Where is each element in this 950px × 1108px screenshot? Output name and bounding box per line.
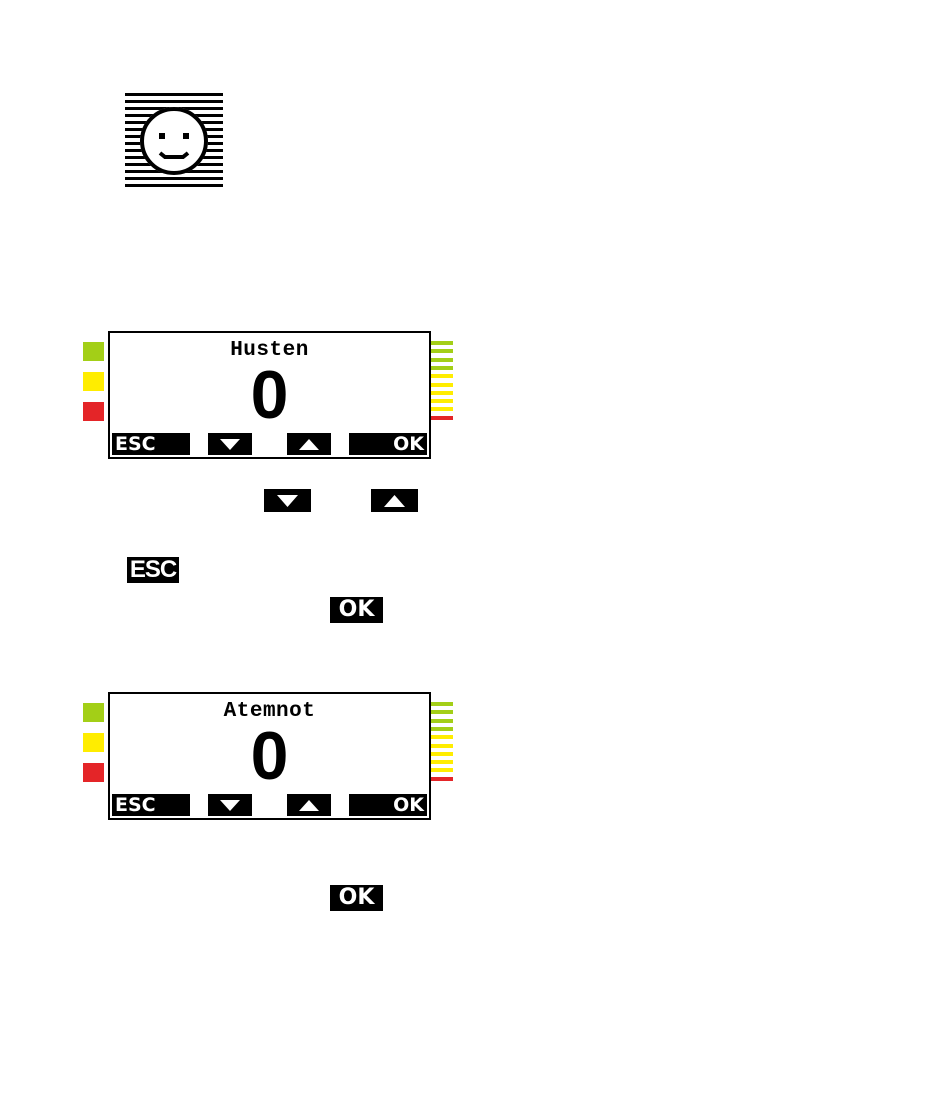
up-key-glyph [371, 489, 418, 512]
indicator-light-red [83, 763, 104, 782]
indicator-light-green [83, 703, 104, 722]
screen-value: 0 [110, 720, 429, 792]
level-bar-segment [431, 407, 453, 411]
down-softkey[interactable] [208, 433, 252, 455]
indicator-light-green [83, 342, 104, 361]
level-bar [431, 702, 453, 782]
indicator-light-red [83, 402, 104, 421]
level-bar-segment [431, 768, 453, 772]
device-screen: Husten 0 ESC OK [108, 331, 431, 459]
up-softkey[interactable] [287, 794, 331, 816]
chevron-up-icon [287, 794, 331, 816]
level-bar-segment [431, 374, 453, 378]
ok-key-glyph: OK [330, 597, 383, 623]
level-bar-segment [431, 752, 453, 756]
level-bar-segment [431, 710, 453, 714]
level-bar-segment [431, 702, 453, 706]
indicator-light-yellow [83, 372, 104, 391]
level-bar [431, 341, 453, 421]
chevron-down-icon [208, 794, 252, 816]
down-key-glyph [264, 489, 311, 512]
level-bar-segment [431, 341, 453, 345]
indicator-light-yellow [83, 733, 104, 752]
level-bar-segment [431, 416, 453, 420]
chevron-up-icon [287, 433, 331, 455]
screen-value: 0 [110, 359, 429, 431]
esc-softkey[interactable]: ESC [112, 433, 190, 455]
esc-key-glyph: ESC [127, 557, 179, 583]
level-bar-segment [431, 777, 453, 781]
ok-softkey[interactable]: OK [349, 794, 427, 816]
chevron-up-icon [371, 489, 418, 512]
level-bar-segment [431, 349, 453, 353]
device-screen: Atemnot 0 ESC OK [108, 692, 431, 820]
up-softkey[interactable] [287, 433, 331, 455]
level-bar-segment [431, 366, 453, 370]
level-bar-segment [431, 760, 453, 764]
ok-key-glyph: OK [330, 885, 383, 911]
smiley-face-icon [125, 93, 223, 189]
level-bar-segment [431, 735, 453, 739]
chevron-down-icon [208, 433, 252, 455]
device-panel: Husten 0 ESC OK [83, 331, 463, 459]
level-bar-segment [431, 727, 453, 731]
device-panel: Atemnot 0 ESC OK [83, 692, 463, 820]
ok-softkey[interactable]: OK [349, 433, 427, 455]
level-bar-segment [431, 358, 453, 362]
level-bar-segment [431, 391, 453, 395]
esc-softkey[interactable]: ESC [112, 794, 190, 816]
chevron-down-icon [264, 489, 311, 512]
level-bar-segment [431, 719, 453, 723]
level-bar-segment [431, 399, 453, 403]
level-bar-segment [431, 744, 453, 748]
level-bar-segment [431, 383, 453, 387]
down-softkey[interactable] [208, 794, 252, 816]
